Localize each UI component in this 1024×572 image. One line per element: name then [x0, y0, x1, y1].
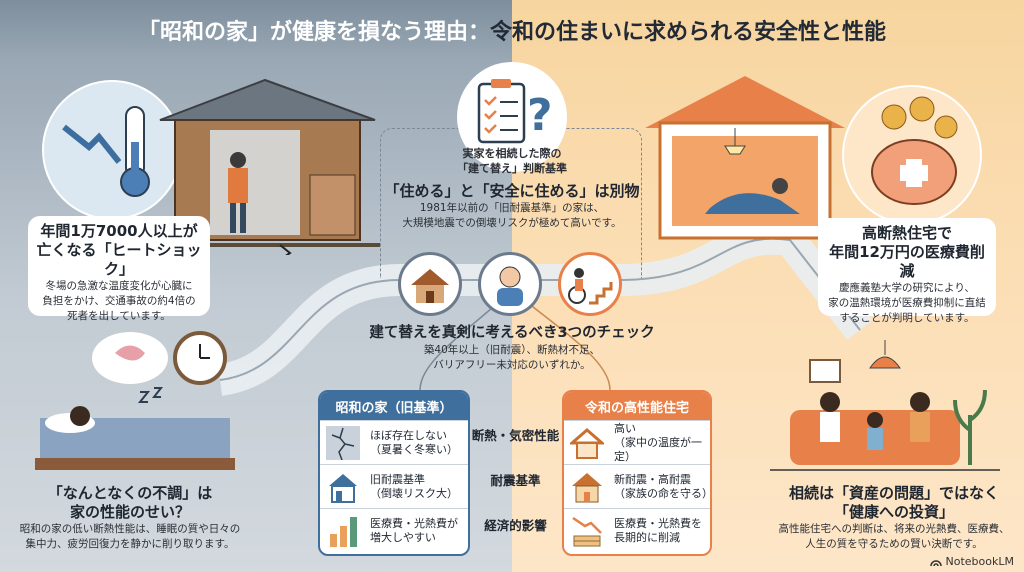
- modern-house-illustration: [645, 76, 845, 240]
- title-left: 「昭和の家」が健康を損なう理由：: [137, 20, 490, 45]
- new-insulation-value: 高い: [614, 421, 636, 435]
- old-insulation-value: ほぼ存在しない: [370, 428, 447, 442]
- old-earthquake-note: （倒壊リスク大）: [370, 486, 458, 500]
- sturdy-house-icon: [572, 472, 602, 502]
- checks-heading: 建て替えを真剣に考えるべき3つのチェック: [369, 325, 655, 341]
- criteria-caption: 実家を相続した際の: [462, 147, 562, 160]
- old-row-insulation: ほぼ存在しない（夏暑く冬寒い）: [320, 420, 468, 464]
- medical-heading: 高断熱住宅で: [861, 224, 952, 242]
- title-right: 令和の住まいに求められる安全性と性能: [490, 20, 887, 45]
- investment-body-2: 人生の質を守るための賢い決断です。: [805, 538, 983, 550]
- fatigue-body-2: 集中力、疲労回復力を静かに削り取ります。: [25, 538, 235, 550]
- fatigue-block: 「なんとなくの不調」は 家の性能のせい？ 昭和の家の低い断熱性能は、睡眠の質や日…: [10, 484, 250, 552]
- old-insulation-note: （夏暑く冬寒い）: [370, 442, 458, 456]
- piggy-bank-circle: [842, 85, 982, 225]
- new-house-panel: 令和の高性能住宅 高い（家中の温度が一定） 新耐震・高耐震（家族の命を守る） 医…: [562, 390, 712, 556]
- old-house-check-icon: [398, 252, 462, 316]
- investment-block: 相続は「資産の問題」ではなく 「健康への投資」 高性能住宅への判断は、将来の光熱…: [772, 484, 1016, 552]
- svg-text:?: ?: [527, 90, 553, 141]
- heat-shock-body-3: 死者を出しています。: [67, 310, 171, 322]
- row-label-earthquake: 耐震基準: [490, 473, 541, 488]
- new-earthquake-note: （家族の命を守る）: [614, 486, 712, 500]
- medical-heading-2: 年間12万円の医療費削減: [829, 243, 985, 280]
- new-row-economic: 医療費・光熱費を長期的に削減: [564, 508, 710, 552]
- heat-shock-heading-2: 亡くなる「ヒートショック」: [36, 241, 202, 278]
- center-body: 1981年以前の「旧耐震基準」の家は、: [419, 202, 605, 214]
- old-house-header: 昭和の家（旧基準）: [320, 392, 468, 420]
- row-label-economic: 経済的影響: [484, 518, 547, 533]
- notebooklm-label: NotebookLM: [945, 555, 1014, 568]
- center-body-2: 大規模地震での倒壊リスクが極めて高いです。: [402, 217, 622, 229]
- old-house-panel: 昭和の家（旧基準） ほぼ存在しない（夏暑く冬寒い） 旧耐震基準（倒壊リスク大） …: [318, 390, 470, 556]
- clipboard-question-icon: ?: [477, 79, 553, 144]
- new-house-header: 令和の高性能住宅: [564, 392, 710, 420]
- center-top-block: 実家を相続した際の 「建て替え」判断基準 「住める」と「安全に住める」は別物 1…: [382, 146, 642, 231]
- new-insulation-note: （家中の温度が一定）: [614, 435, 702, 463]
- new-economic-note: 長期的に削減: [614, 530, 680, 544]
- heat-shock-body-2: 負担をかけ、交通事故の約4倍の: [42, 295, 196, 307]
- investment-body: 高性能住宅への判断は、将来の光熱費、医療費、: [778, 523, 1010, 535]
- medical-cost-card: 高断熱住宅で 年間12万円の医療費削減 慶應義塾大学の研究により、 家の温熱環境…: [818, 218, 996, 324]
- investment-heading-2: 「健康への投資」: [833, 503, 954, 521]
- new-row-insulation: 高い（家中の温度が一定）: [564, 420, 710, 464]
- old-earthquake-value: 旧耐震基準: [370, 472, 425, 486]
- page-title: 「昭和の家」が健康を損なう理由：令和の住まいに求められる安全性と性能: [0, 14, 1024, 46]
- thermometer-illustration: [42, 80, 182, 220]
- checks-body: 築40年以上（旧耐震）、断熱材不足、: [423, 344, 601, 356]
- medical-body-3: することが判明しています。: [839, 312, 975, 324]
- family-illustration: [770, 340, 1000, 471]
- old-row-earthquake: 旧耐震基準（倒壊リスク大）: [320, 464, 468, 508]
- heat-shock-card: 年間1万7000人以上が 亡くなる「ヒートショック」 冬場の急激な温度変化が心臓…: [28, 216, 210, 322]
- new-economic-value: 医療費・光熱費を: [614, 516, 702, 530]
- declining-money-icon: [572, 516, 602, 546]
- piggy-bank-icon: [871, 96, 958, 205]
- heat-shock-heading: 年間1万7000人以上が: [40, 222, 198, 240]
- notebooklm-icon: [929, 559, 942, 566]
- medical-body-2: 家の温熱環境が医療費抑制に直結: [828, 297, 986, 309]
- heat-shock-body: 冬場の急激な温度変化が心臓に: [45, 280, 193, 292]
- notebooklm-logo: NotebookLM: [929, 555, 1014, 568]
- checks-body-2: バリアフリー未対応のいずれか。: [433, 359, 591, 371]
- checklist-circle: ?: [457, 62, 567, 172]
- criteria-caption-2: 「建て替え」判断基準: [457, 162, 567, 175]
- new-earthquake-value: 新耐震・高耐震: [614, 472, 691, 486]
- leaning-house-icon: [329, 473, 357, 503]
- old-row-economic: 医療費・光熱費が増大しやすい: [320, 508, 468, 552]
- thermometer-icon: [62, 106, 150, 197]
- old-economic-value: 医療費・光熱費が: [370, 516, 458, 530]
- fatigue-heading-2: 家の性能のせい？: [69, 503, 190, 521]
- medical-body: 慶應義塾大学の研究により、: [839, 282, 975, 294]
- center-heading: 「住める」と「安全に住める」は別物: [384, 182, 640, 200]
- row-label-insulation: 断熱・気密性能: [471, 428, 560, 443]
- old-economic-note: 増大しやすい: [370, 530, 436, 544]
- wheelchair-stairs-check-icon: [558, 252, 622, 316]
- sleeping-person-illustration: [35, 331, 235, 470]
- cold-person-check-icon: [478, 252, 542, 316]
- warm-house-icon: [570, 427, 604, 459]
- fatigue-body: 昭和の家の低い断熱性能は、睡眠の質や日々の: [19, 523, 241, 535]
- checks-block: 建て替えを真剣に考えるべき3つのチェック 築40年以上（旧耐震）、断熱材不足、 …: [312, 324, 712, 373]
- investment-heading: 相続は「資産の問題」ではなく: [788, 484, 999, 502]
- fatigue-heading: 「なんとなくの不調」は: [47, 484, 213, 502]
- new-row-earthquake: 新耐震・高耐震（家族の命を守る）: [564, 464, 710, 508]
- rising-bar-chart-icon: [330, 516, 357, 547]
- cracked-wall-icon: [326, 425, 360, 460]
